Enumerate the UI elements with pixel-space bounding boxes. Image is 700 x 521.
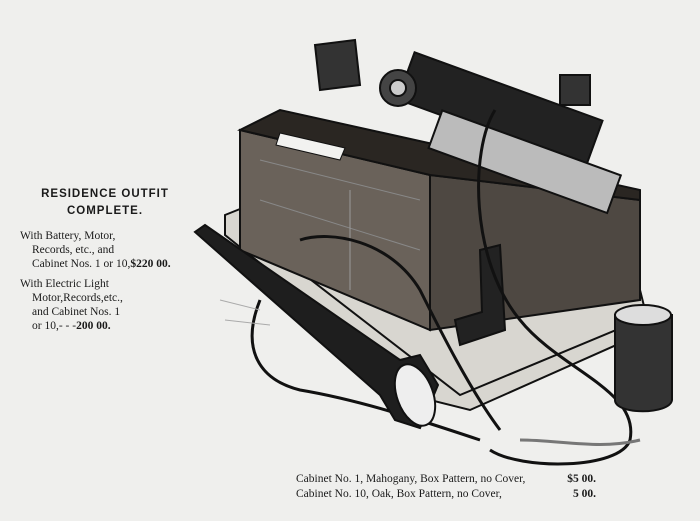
offer-text: With Battery, Motor, — [20, 230, 116, 242]
cylinder-case — [614, 314, 673, 413]
offer-text: Cabinet Nos. 1 or 10, — [32, 258, 131, 270]
offer-text: Records, etc., and — [32, 244, 115, 256]
heading-line-1: RESIDENCE OUTFIT — [41, 188, 169, 200]
offer-battery: With Battery, Motor, Records, etc., and … — [20, 229, 195, 271]
cabinet-price: 5 00. — [573, 488, 596, 500]
outfit-heading: RESIDENCE OUTFIT COMPLETE. — [20, 186, 190, 220]
offer-price: 200 00. — [76, 320, 111, 332]
hearing-tube — [477, 109, 633, 466]
offer-price-row: Cabinet Nos. 1 or 10,$220 00. — [20, 257, 195, 271]
cabinet-line: Cabinet No. 1, Mahogany, Box Pattern, no… — [296, 472, 596, 486]
cabinet-description: Cabinet No. 10, Oak, Box Pattern, no Cov… — [296, 488, 502, 500]
reproducer — [313, 38, 362, 92]
offer-text: Motor,Records,etc., — [32, 292, 123, 304]
listening-horn — [193, 223, 440, 430]
maker-plate — [275, 132, 346, 161]
heading-line-2: COMPLETE. — [66, 205, 144, 217]
offer-price: $220 00. — [130, 258, 171, 270]
cabinet-line: Cabinet No. 10, Oak, Box Pattern, no Cov… — [296, 487, 596, 501]
leader-dashes: - - - — [58, 320, 77, 332]
offer-text: With Electric Light — [20, 278, 109, 290]
offer-price-row: or 10,- - -200 00. — [20, 319, 195, 333]
offer-text: and Cabinet Nos. 1 — [32, 306, 121, 318]
cabinet-price: $5 00. — [567, 473, 596, 485]
cabinet-description: Cabinet No. 1, Mahogany, Box Pattern, no… — [296, 473, 526, 485]
offer-text: or 10, — [32, 320, 59, 332]
offer-electric: With Electric Light Motor,Records,etc., … — [20, 277, 195, 333]
